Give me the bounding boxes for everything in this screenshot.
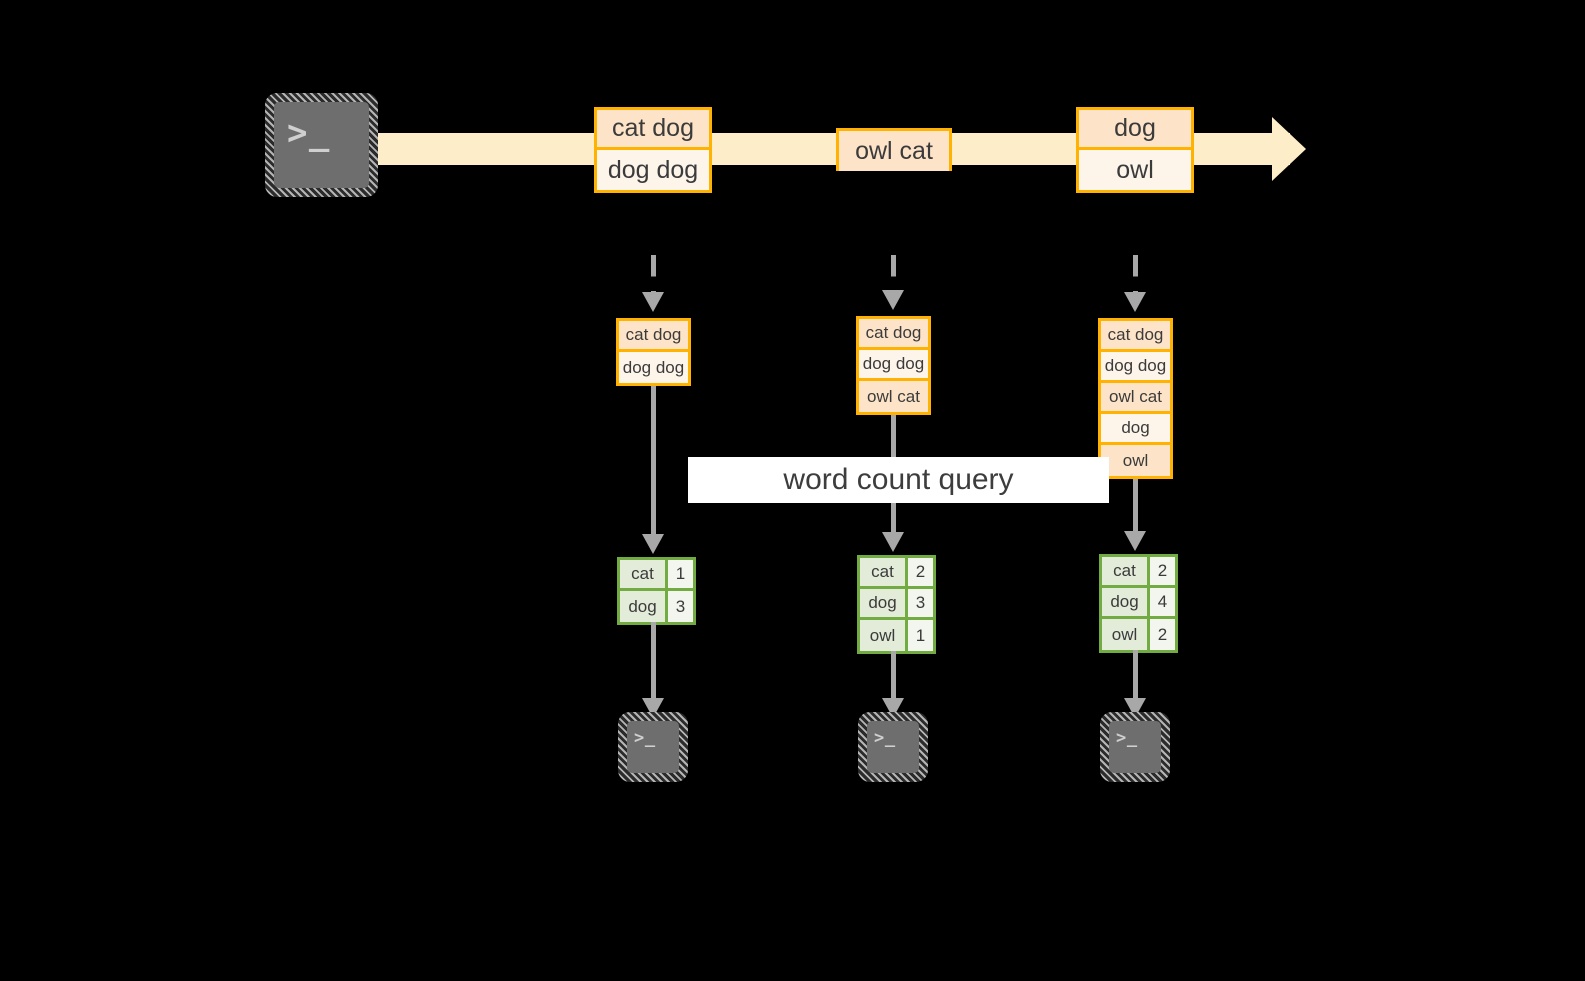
table-row: owl 2 bbox=[1102, 619, 1175, 650]
arrow-right-icon bbox=[1272, 117, 1306, 181]
table-row: owl 1 bbox=[860, 620, 933, 651]
snapshot-input-line: owl cat bbox=[1101, 383, 1170, 414]
stream-message-line: dog bbox=[1079, 110, 1191, 150]
terminal-prompt-glyph: >_ bbox=[874, 728, 896, 748]
snapshot-2-result-table: cat 2 dog 3 owl 1 bbox=[857, 555, 936, 654]
result-word: dog bbox=[1102, 588, 1150, 616]
snapshot-3-result-table: cat 2 dog 4 owl 2 bbox=[1099, 554, 1178, 653]
table-row: cat 2 bbox=[860, 558, 933, 589]
result-word: dog bbox=[620, 591, 668, 622]
snapshot-3-query-line bbox=[1133, 479, 1138, 535]
result-count: 2 bbox=[908, 558, 933, 586]
snapshot-1-result-table: cat 1 dog 3 bbox=[617, 557, 696, 625]
table-row: dog 3 bbox=[620, 591, 693, 622]
snapshot-1-tap-arrowhead bbox=[642, 292, 664, 312]
result-count: 1 bbox=[908, 620, 933, 651]
result-word: dog bbox=[860, 589, 908, 617]
stream-message-line: cat dog bbox=[597, 110, 709, 150]
snapshot-3-consumer-terminal-icon: >_ bbox=[1100, 712, 1170, 782]
snapshot-2-output-arrowhead bbox=[882, 698, 904, 718]
table-row: cat 1 bbox=[620, 560, 693, 591]
result-word: cat bbox=[860, 558, 908, 586]
snapshot-1-query-line bbox=[651, 386, 656, 538]
query-label-text: word count query bbox=[783, 463, 1014, 496]
terminal-screen: >_ bbox=[274, 102, 369, 188]
stream-message-3: dog owl bbox=[1076, 107, 1194, 193]
query-label-band: word count query bbox=[688, 457, 1109, 503]
snapshot-input-line: dog dog bbox=[1101, 352, 1170, 383]
producer-terminal-icon: >_ bbox=[265, 93, 378, 197]
snapshot-2-output-line bbox=[891, 651, 896, 702]
snapshot-input-line: cat dog bbox=[859, 319, 928, 350]
snapshot-input-line: owl bbox=[1101, 445, 1170, 476]
result-word: cat bbox=[1102, 557, 1150, 585]
snapshot-1-output-arrowhead bbox=[642, 698, 664, 718]
snapshot-1-output-line bbox=[651, 622, 656, 702]
result-word: owl bbox=[1102, 619, 1150, 650]
snapshot-3-output-arrowhead bbox=[1124, 698, 1146, 718]
snapshot-2-consumer-terminal-icon: >_ bbox=[858, 712, 928, 782]
stream-message-line: dog dog bbox=[597, 150, 709, 190]
snapshot-2-input-box: cat dog dog dog owl cat bbox=[856, 316, 931, 415]
terminal-prompt-glyph: >_ bbox=[1116, 728, 1138, 748]
terminal-screen: >_ bbox=[867, 721, 919, 773]
result-word: owl bbox=[860, 620, 908, 651]
snapshot-1-query-arrowhead bbox=[642, 534, 664, 554]
stream-message-line: owl bbox=[1079, 150, 1191, 190]
terminal-prompt-glyph: >_ bbox=[634, 728, 656, 748]
snapshot-3-query-arrowhead bbox=[1124, 531, 1146, 551]
result-count: 3 bbox=[668, 591, 693, 622]
snapshot-1-consumer-terminal-icon: >_ bbox=[618, 712, 688, 782]
terminal-screen: >_ bbox=[627, 721, 679, 773]
terminal-screen: >_ bbox=[1109, 721, 1161, 773]
result-count: 1 bbox=[668, 560, 693, 588]
snapshot-1-input-box: cat dog dog dog bbox=[616, 318, 691, 386]
snapshot-input-line: dog dog bbox=[859, 350, 928, 381]
result-count: 2 bbox=[1150, 619, 1175, 650]
snapshot-2-tap-arrowhead bbox=[882, 290, 904, 310]
result-word: cat bbox=[620, 560, 668, 588]
snapshot-input-line: owl cat bbox=[859, 381, 928, 412]
result-count: 2 bbox=[1150, 557, 1175, 585]
snapshot-3-output-line bbox=[1133, 650, 1138, 702]
terminal-prompt-glyph: >_ bbox=[287, 113, 331, 153]
snapshot-3-tap-arrowhead bbox=[1124, 292, 1146, 312]
snapshot-input-line: dog bbox=[1101, 414, 1170, 445]
snapshot-input-line: cat dog bbox=[1101, 321, 1170, 352]
table-row: cat 2 bbox=[1102, 557, 1175, 588]
snapshot-1-tap-line bbox=[651, 255, 656, 297]
result-count: 3 bbox=[908, 589, 933, 617]
stream-message-line: owl cat bbox=[839, 131, 949, 171]
table-row: dog 4 bbox=[1102, 588, 1175, 619]
stream-message-2: owl cat bbox=[836, 128, 952, 171]
snapshot-2-query-arrowhead bbox=[882, 532, 904, 552]
snapshot-3-input-box: cat dog dog dog owl cat dog owl bbox=[1098, 318, 1173, 479]
snapshot-2-tap-line bbox=[891, 255, 896, 295]
snapshot-3-tap-line bbox=[1133, 255, 1138, 297]
table-row: dog 3 bbox=[860, 589, 933, 620]
snapshot-input-line: cat dog bbox=[619, 321, 688, 352]
result-count: 4 bbox=[1150, 588, 1175, 616]
stream-message-1: cat dog dog dog bbox=[594, 107, 712, 193]
snapshot-input-line: dog dog bbox=[619, 352, 688, 383]
